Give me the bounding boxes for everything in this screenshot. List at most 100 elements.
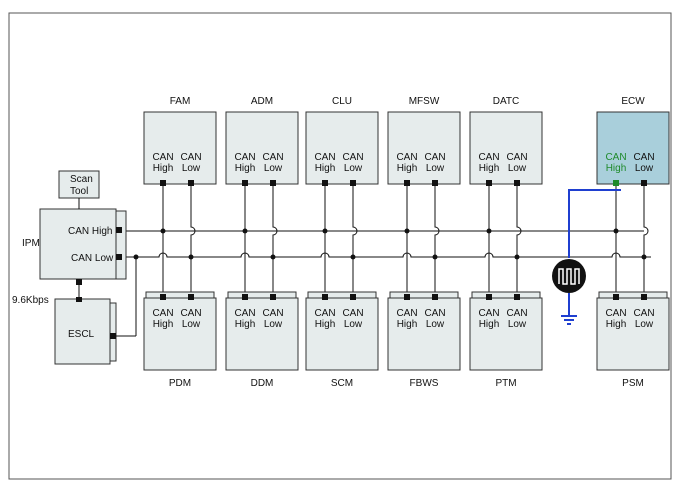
can-high-pin [486, 180, 492, 186]
junction-dot [242, 228, 248, 234]
module-body [225, 111, 299, 185]
can-low-pin [188, 180, 194, 186]
can-low-drop [434, 184, 440, 294]
escl-label: ESCL [68, 329, 95, 340]
can-low-pin [350, 294, 356, 300]
can-low-pin [432, 180, 438, 186]
lin-speed-label: 9.6Kbps [12, 295, 49, 306]
ipm-can-low-label: CAN Low [71, 253, 114, 264]
module-name: DATC [493, 96, 519, 107]
can-low-pin [432, 294, 438, 300]
module-name: SCM [331, 378, 353, 389]
can-low-pin [270, 294, 276, 300]
module-body [225, 297, 299, 371]
can-high-pin [242, 294, 248, 300]
scan-tool-body [58, 170, 100, 199]
junction-dot [350, 254, 356, 260]
module-name: MFSW [409, 96, 440, 107]
can-low-pin [514, 180, 520, 186]
ipm-can-high-label: CAN High [68, 226, 112, 237]
can-high-pin [486, 294, 492, 300]
ipm-label: IPM [22, 238, 40, 249]
can-low-bus [122, 252, 651, 258]
can-low-pin [641, 180, 647, 186]
module-name: DDM [251, 378, 274, 389]
ipm-module: IPM CAN High CAN Low 9.6Kbps [12, 208, 127, 306]
module-body [305, 111, 379, 185]
module-name: FAM [170, 96, 191, 107]
junction-dot [613, 228, 619, 234]
ipm-lin-pin [76, 279, 82, 285]
junction-dot [641, 254, 647, 260]
ipm-body [39, 208, 117, 280]
module-body [143, 111, 217, 185]
module-name: ECW [621, 96, 645, 107]
can-low-drop [516, 184, 522, 294]
can-low-pin [270, 180, 276, 186]
module-name: PTM [495, 378, 516, 389]
scan-tool-label-2: Tool [70, 186, 88, 197]
can-low-drop [190, 184, 196, 294]
ipm-can-high-pin [116, 227, 122, 233]
can-high-pin [322, 294, 328, 300]
module-name: PDM [169, 378, 191, 389]
module-body [305, 297, 379, 371]
junction-dot [514, 254, 520, 260]
escl-top-pin [76, 297, 82, 302]
signal-icon [552, 259, 586, 293]
junction-dot [188, 254, 194, 260]
junction-dot [432, 254, 438, 260]
can-high-pin [404, 180, 410, 186]
ipm-can-low-pin [116, 254, 122, 260]
can-high-pin [242, 180, 248, 186]
can-high-pin [613, 294, 619, 300]
can-bus-wiring [122, 184, 651, 336]
diagram-frame [8, 12, 672, 480]
can-low-pin [188, 294, 194, 300]
escl-module: ESCL [54, 285, 136, 365]
can-high-pin [613, 180, 619, 186]
oscilloscope-probe [552, 189, 621, 325]
junction-dot [270, 254, 276, 260]
module-name: PSM [622, 378, 644, 389]
scan-tool: Scan Tool [58, 170, 100, 209]
module-body [469, 297, 543, 371]
scan-tool-label-1: Scan [70, 174, 93, 185]
can-low-pin [350, 180, 356, 186]
module-body [387, 297, 461, 371]
escl-side-pin [110, 333, 116, 339]
module-body [469, 111, 543, 185]
can-low-drop [352, 184, 358, 294]
module-body [143, 297, 217, 371]
can-high-pin [322, 180, 328, 186]
